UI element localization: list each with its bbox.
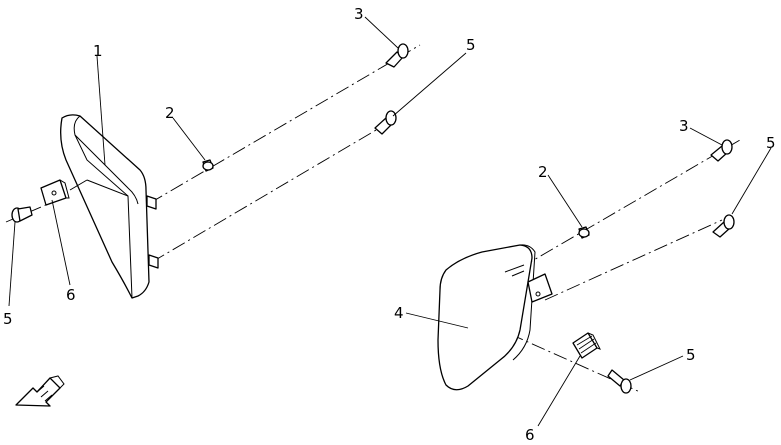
callout-left-3: 3 [354,5,364,23]
leader-left-3 [364,16,399,49]
right-spacer [578,226,590,239]
leader-left-1 [96,55,106,166]
leader-right-4 [405,312,469,329]
callout-left-5-top: 5 [466,36,476,54]
left-axis-upper [149,44,421,204]
left-cover-panel [60,114,159,299]
leader-left-5top [392,52,467,117]
right-screw-lower [712,214,735,238]
left-clip-nut [40,179,70,206]
leader-right-5bottom [629,355,684,381]
right-screw-back [607,369,632,394]
leader-right-6 [537,355,581,427]
leader-left-6 [51,199,71,286]
callout-right-4: 4 [394,304,404,322]
callout-right-5-bottom: 5 [686,346,696,364]
callout-right-6: 6 [525,426,535,444]
callout-right-5-top: 5 [766,134,776,152]
leader-right-5top [731,147,772,215]
callout-right-2: 2 [538,163,548,181]
left-assembly: 1 2 3 5 5 6 [3,5,476,328]
callout-right-3: 3 [679,117,689,135]
right-axis-lower [544,219,723,301]
callout-left-2: 2 [165,104,175,122]
leader-right-3 [689,127,723,146]
right-assembly: 2 3 4 5 5 6 [394,117,776,444]
callout-left-5-bottom: 5 [3,310,13,328]
left-axis-lower [151,122,389,263]
right-axis-upper [519,139,741,269]
left-screw-lower [374,110,397,135]
right-clip-nut [572,332,601,359]
left-screw-back [11,206,33,223]
callout-left-6: 6 [66,286,76,304]
left-spacer [202,159,214,172]
right-cover-panel [437,244,553,391]
leader-right-2 [547,174,583,228]
right-screw-upper [710,139,733,162]
leader-left-2 [172,117,206,161]
leader-left-5bottom [8,221,16,307]
callout-left-1: 1 [93,42,103,60]
front-arrow-icon [15,375,65,407]
left-screw-upper [385,43,409,68]
